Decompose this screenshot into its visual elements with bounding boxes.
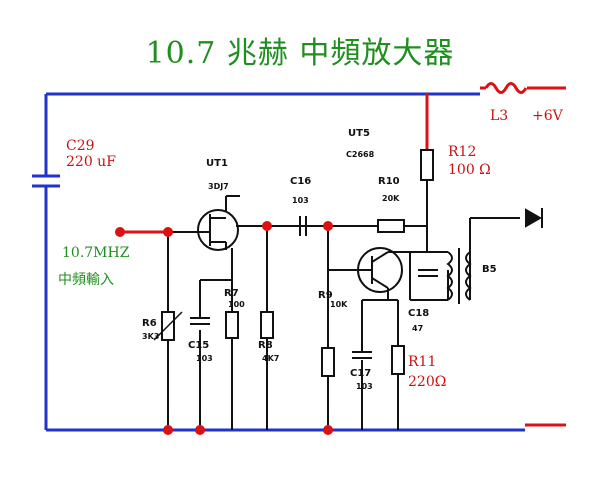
r6-part-label: 3K3 <box>142 332 160 341</box>
r7-body <box>225 311 239 339</box>
r8-label: R8 <box>258 340 273 351</box>
junction-input <box>115 227 125 237</box>
c16-part-label: 103 <box>292 196 309 205</box>
r7-label: R7 <box>224 288 239 299</box>
circuit-wiring <box>167 180 520 430</box>
junction-c15-ground <box>195 425 205 435</box>
r10-label: R10 <box>378 176 400 187</box>
c29-capacitor-symbol <box>32 174 60 188</box>
capacitor-symbols <box>190 216 438 359</box>
c15-part-label: 103 <box>196 354 213 363</box>
c15-label: C15 <box>188 340 210 351</box>
ut5-bjt-symbol <box>357 247 403 293</box>
diode-symbol <box>525 208 543 228</box>
r12-name-label: R12 <box>448 144 477 160</box>
c16-label: C16 <box>290 176 312 187</box>
b5-transformer-symbol <box>446 248 472 304</box>
junction-r8-top <box>262 221 272 231</box>
junction-r9-ground <box>323 425 333 435</box>
b5-label: B5 <box>482 264 497 275</box>
c18-part-label: 47 <box>412 324 424 333</box>
supply-voltage-label: +6V <box>532 108 563 124</box>
ut1-fet-symbol <box>197 209 239 251</box>
r9-label: R9 <box>318 290 333 301</box>
l3-inductor-symbol <box>484 82 528 94</box>
junction-gate <box>163 227 173 237</box>
input-description-label: 中頻輸入 <box>58 272 114 288</box>
r11-name-label: R11 <box>408 354 437 370</box>
r11-body <box>391 345 405 375</box>
power-bus <box>44 92 525 432</box>
r6-label: R6 <box>142 318 157 329</box>
r9-part-label: 10K <box>330 300 348 309</box>
r11-value-label: 220Ω <box>408 374 447 390</box>
junction-r9-top <box>323 221 333 231</box>
r10-part-label: 20K <box>382 194 400 203</box>
r12-value-label: 100 Ω <box>448 162 491 178</box>
c29-name-label: C29 <box>66 138 95 154</box>
diagram-title: 10.7 兆赫 中頻放大器 <box>145 36 455 71</box>
ut5-label: UT5 <box>348 128 370 139</box>
r7-part-label: 100 <box>228 300 245 309</box>
junction-dots <box>115 221 333 435</box>
r8-part-label: 4K7 <box>262 354 280 363</box>
r8-body <box>260 311 274 339</box>
ut1-label: UT1 <box>206 158 228 169</box>
c17-part-label: 103 <box>356 382 373 391</box>
r12-body <box>420 149 434 181</box>
c17-label: C17 <box>350 368 372 379</box>
r9-body <box>321 347 335 377</box>
supply-highlight <box>118 86 566 427</box>
junction-r6-ground <box>163 425 173 435</box>
ut1-part-label: 3DJ7 <box>208 182 229 191</box>
c18-label: C18 <box>408 308 430 319</box>
c29-value-label: 220 uF <box>66 154 116 170</box>
l3-label: L3 <box>490 108 509 124</box>
input-frequency-label: 10.7MHZ <box>62 245 130 261</box>
r6-adjust-arrow <box>153 311 183 341</box>
r10-body <box>377 219 405 233</box>
ut5-part-label: C2668 <box>346 150 375 159</box>
resistor-bodies <box>161 149 434 377</box>
